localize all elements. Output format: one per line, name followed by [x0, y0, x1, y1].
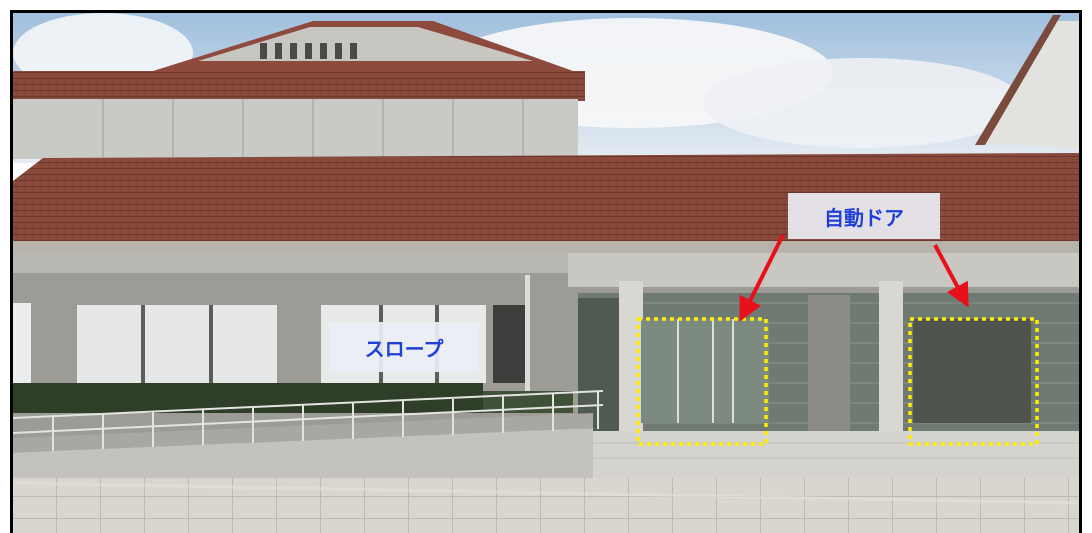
- automatic-door-label: 自動ドア: [788, 193, 940, 239]
- ramp-wall: [13, 428, 593, 478]
- pillar-right: [879, 281, 903, 443]
- door-marker-left: [636, 317, 768, 446]
- annotation-overlay: [636, 234, 1039, 446]
- door-marker-right: [908, 317, 1039, 446]
- slope-label: スロープ: [329, 322, 479, 372]
- ramp-railing: [13, 390, 604, 451]
- photo-frame: 自動ドア スロープ: [10, 10, 1082, 533]
- building-photo: [13, 13, 1079, 533]
- arrow-left: [739, 234, 785, 322]
- slope-label-text: スロープ: [364, 336, 444, 361]
- arrow-right: [933, 244, 969, 308]
- automatic-door-label-text: 自動ドア: [824, 205, 904, 230]
